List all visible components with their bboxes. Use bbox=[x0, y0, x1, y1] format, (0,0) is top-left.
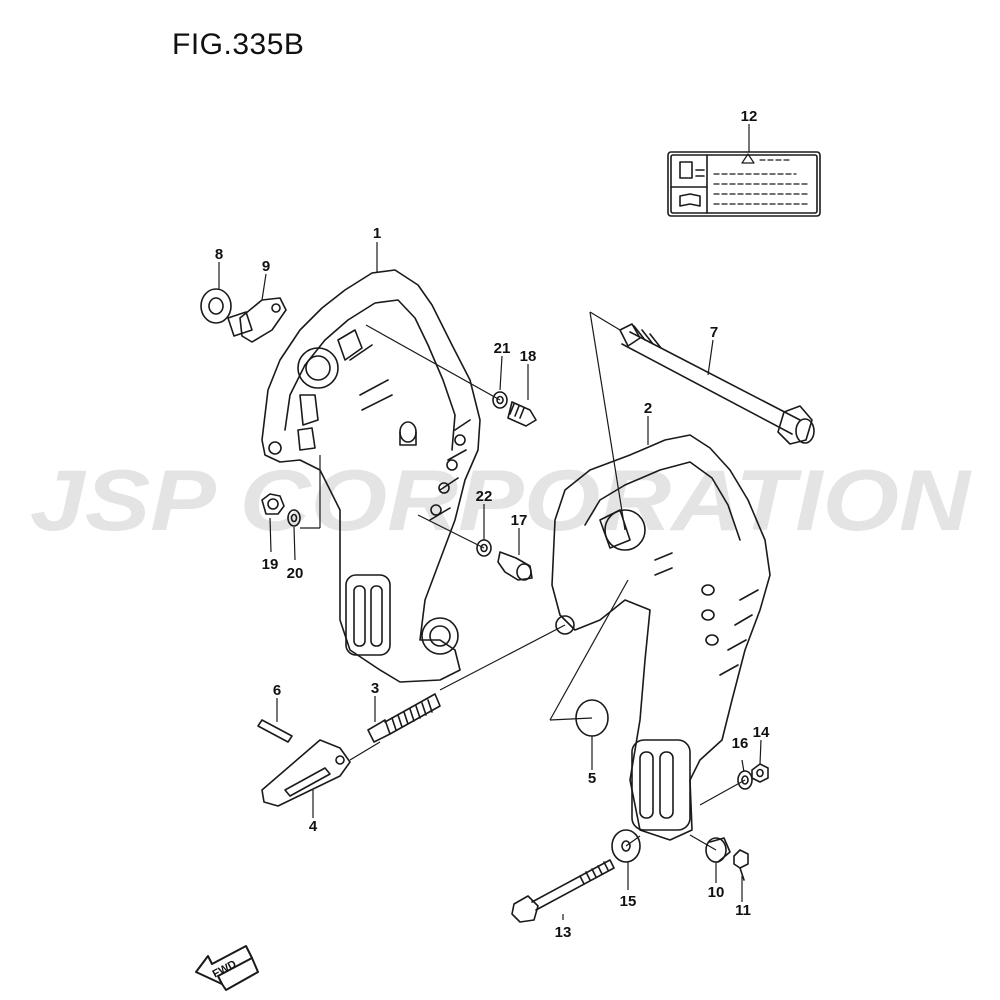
bolt-13 bbox=[511, 859, 615, 923]
callout-19: 19 bbox=[262, 556, 279, 573]
clamp-bracket-right bbox=[551, 434, 771, 841]
callout-11: 11 bbox=[735, 902, 751, 919]
callout-12: 12 bbox=[741, 108, 758, 125]
bushing-10 bbox=[705, 837, 731, 863]
callout-20: 20 bbox=[287, 565, 304, 582]
tilt-tube bbox=[619, 323, 815, 445]
callout-5: 5 bbox=[588, 770, 596, 787]
nut-14 bbox=[751, 763, 769, 783]
washer-21 bbox=[492, 391, 508, 409]
washer-20 bbox=[287, 509, 301, 527]
nut-8 bbox=[200, 288, 232, 324]
callout-6: 6 bbox=[273, 682, 281, 699]
callout-15: 15 bbox=[620, 893, 637, 910]
callout-13: 13 bbox=[555, 924, 572, 941]
callout-8: 8 bbox=[215, 246, 223, 263]
nut-19 bbox=[261, 493, 285, 515]
stopper-3 bbox=[367, 693, 441, 743]
pin-6 bbox=[257, 719, 293, 743]
caution-label bbox=[667, 151, 821, 217]
washer-16 bbox=[737, 770, 753, 790]
callout-18: 18 bbox=[520, 348, 537, 365]
bolt-11 bbox=[733, 849, 749, 881]
figure-title: FIG.335B bbox=[172, 28, 305, 61]
callout-1: 1 bbox=[373, 225, 381, 242]
bolt-18 bbox=[507, 401, 537, 427]
watermark-text: JSP CORPORATION bbox=[30, 453, 972, 548]
leader-lines bbox=[218, 124, 762, 920]
watermark: JSP CORPORATION bbox=[30, 453, 972, 548]
washer-15 bbox=[611, 829, 641, 863]
callout-9: 9 bbox=[262, 258, 270, 275]
fwd-arrow-shape bbox=[195, 945, 259, 991]
callout-16: 16 bbox=[732, 735, 749, 752]
callout-3: 3 bbox=[371, 680, 379, 697]
callout-21: 21 bbox=[494, 340, 511, 357]
callout-22: 22 bbox=[476, 488, 493, 505]
callout-7: 7 bbox=[710, 324, 718, 341]
plate-9 bbox=[227, 297, 287, 343]
lever-4 bbox=[261, 739, 351, 807]
callout-2: 2 bbox=[644, 400, 652, 417]
callout-17: 17 bbox=[511, 512, 528, 529]
bolt-17 bbox=[497, 551, 533, 581]
callout-14: 14 bbox=[753, 724, 770, 741]
callout-4: 4 bbox=[309, 818, 318, 835]
callout-10: 10 bbox=[708, 884, 725, 901]
clamp-bracket-left bbox=[261, 269, 481, 683]
